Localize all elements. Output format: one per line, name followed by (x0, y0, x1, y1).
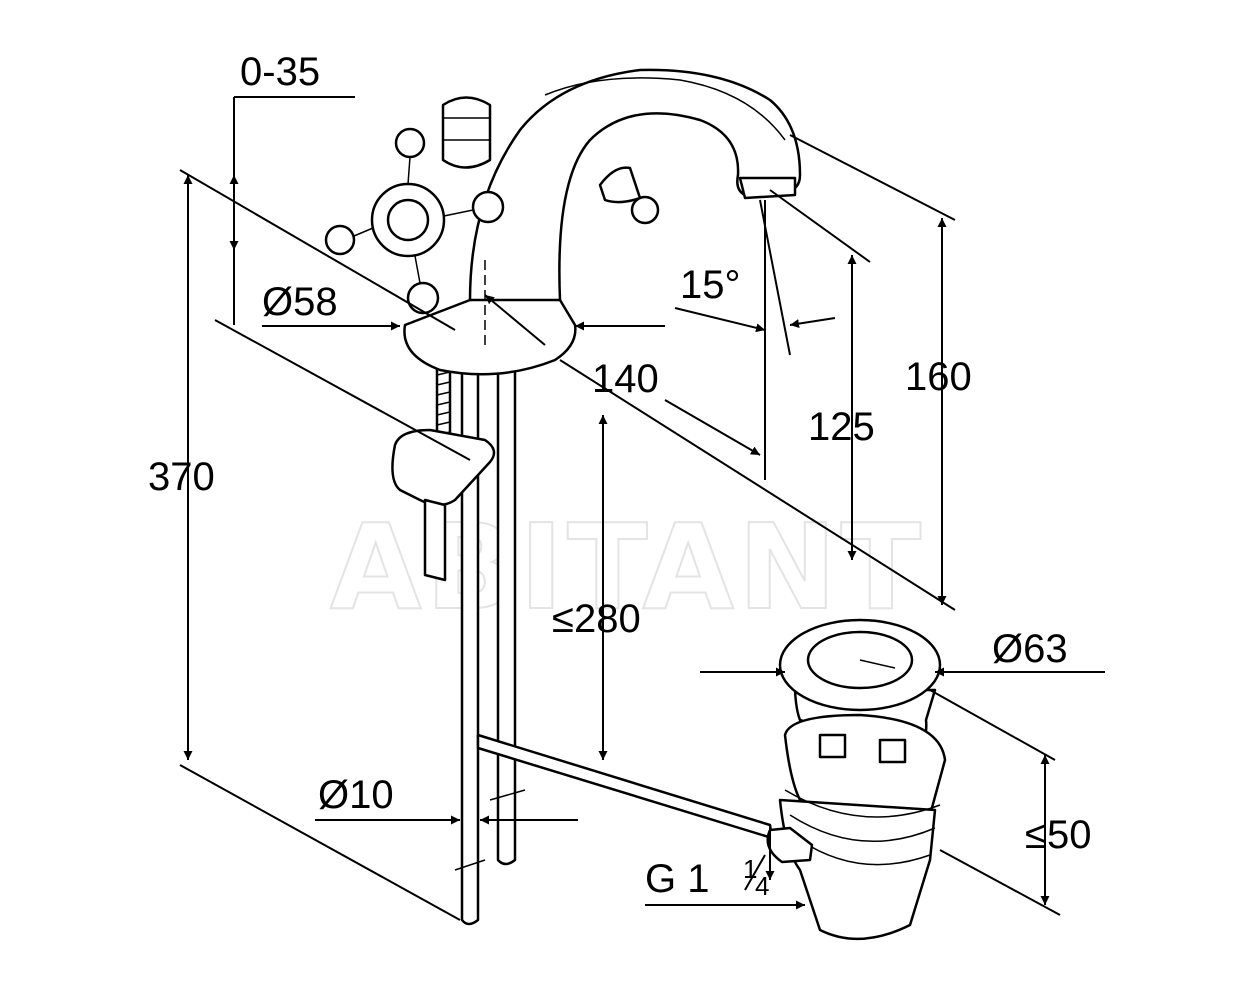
rear-handle (598, 166, 642, 204)
label-overall-height: 370 (148, 455, 215, 499)
label-thread-prefix: G 1 (645, 857, 709, 901)
handle-knob-top (394, 127, 426, 159)
spout-outlet (738, 176, 797, 200)
faucet-spout (468, 68, 802, 302)
handle-knob-left (324, 224, 356, 256)
label-drain-diameter: Ø63 (992, 627, 1068, 671)
label-thread-denominator: 4 (755, 871, 769, 901)
handle-knob-bottom (406, 281, 440, 315)
drain-lever-end (766, 826, 814, 864)
drain-rod (476, 733, 774, 840)
supply-pipe-left (460, 368, 480, 926)
drain-lower (778, 798, 937, 941)
dimension-labels: 0-35 Ø58 140 15° 125 160 370 ≤280 Ø10 Ø6… (148, 50, 1091, 901)
label-spout-reach: 140 (592, 357, 659, 401)
drain-slot-2 (878, 738, 907, 764)
label-pipe-diameter: Ø10 (318, 773, 394, 817)
handle-knob-rear (630, 195, 660, 225)
label-total-spout-height: 160 (905, 355, 972, 399)
label-base-diameter: Ø58 (262, 280, 338, 324)
label-max-connection-length: ≤280 (552, 597, 641, 641)
label-drain-depth: ≤50 (1025, 813, 1091, 857)
faucet-body (324, 68, 802, 926)
label-adjust-range: 0-35 (240, 50, 320, 94)
drain-slot-1 (818, 733, 847, 759)
handle-knob-right (471, 190, 505, 224)
dimension-lines (179, 96, 1105, 921)
label-spout-outlet-height: 125 (808, 405, 875, 449)
label-spout-angle: 15° (680, 263, 741, 307)
supply-pipe-right (496, 368, 517, 866)
cross-handle-cap (386, 198, 430, 242)
top-cap (441, 96, 492, 169)
popup-drain (766, 618, 947, 941)
label-thread-size: G 1 1 4 (645, 854, 769, 901)
bracket-leg (423, 498, 447, 582)
